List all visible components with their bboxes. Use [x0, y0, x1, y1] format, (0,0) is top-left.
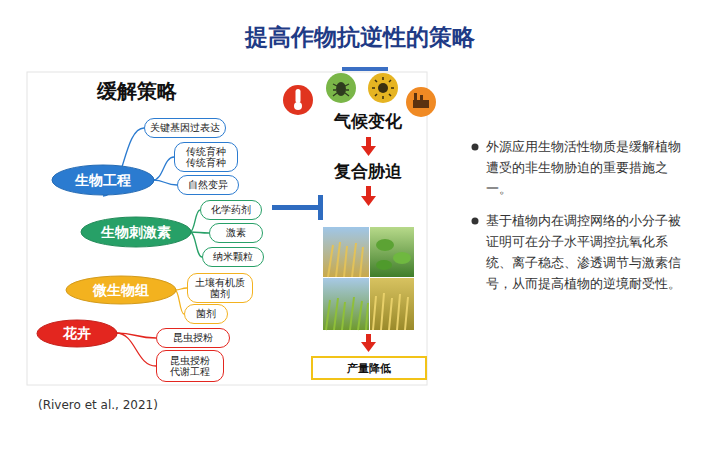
node-text: 纳米颗粒 [213, 251, 253, 262]
category-ellipse: 花卉 [36, 319, 118, 348]
category-ellipse: 生物工程 [51, 164, 155, 196]
strategy-box: 纳米颗粒 [202, 247, 264, 267]
figure-panel [27, 72, 427, 385]
branch-line [153, 180, 177, 185]
bullet-text: 外源应用生物活性物质是缓解植物遭受的非生物胁迫的重要措施之一。 [486, 136, 688, 199]
sun-icon [368, 73, 398, 103]
crop-photos [323, 227, 414, 330]
bug-icon [326, 73, 356, 103]
node-text: 传统育种 传统育种 [181, 146, 231, 169]
thermometer-icon [283, 85, 313, 115]
node-text: 昆虫授粉 [173, 332, 213, 343]
inhibition-line [272, 195, 323, 220]
bullet-text: 基于植物内在调控网络的小分子被证明可在分子水平调控抗氧化系统、离子稳态、渗透调节… [486, 210, 688, 294]
panel-heading: 缓解策略 [72, 79, 202, 103]
strategy-box: 昆虫授粉 [156, 328, 230, 348]
factory-icon [406, 87, 436, 117]
branch-line [153, 157, 174, 180]
page-title: 提高作物抗逆性的策略 [0, 22, 719, 53]
icon-bar [342, 67, 388, 71]
stage-label: 气候变化 [318, 111, 418, 131]
node-text: 生物工程 [75, 172, 131, 189]
node-text: 产量降低 [347, 362, 391, 375]
category-ellipse: 微生物组 [65, 275, 177, 305]
strategy-box: 自然变异 [177, 175, 239, 195]
node-text: 关键基因过表达 [150, 122, 220, 133]
strategy-box: 关键基因过表达 [144, 118, 226, 138]
node-text: 昆虫授粉 代谢工程 [165, 355, 215, 378]
branch-line [190, 232, 202, 257]
node-text: 化学药剂 [211, 204, 251, 215]
node-text: 菌剂 [196, 308, 216, 319]
bullet-dot [472, 144, 479, 151]
strategy-box: 传统育种 传统育种 [174, 142, 238, 172]
node-text: 土壤有机质 菌剂 [193, 277, 247, 300]
branch-line [175, 290, 184, 314]
strategy-box: 菌剂 [184, 304, 228, 324]
branch-line [190, 232, 209, 233]
strategy-box: 昆虫授粉 代谢工程 [156, 350, 224, 382]
stage-label: 复合胁迫 [318, 161, 418, 181]
branch-line [190, 210, 200, 232]
strategy-box: 化学药剂 [200, 200, 262, 220]
category-ellipse: 生物刺激素 [80, 216, 192, 248]
node-text: 自然变异 [188, 179, 228, 190]
result-box: 产量降低 [311, 356, 427, 380]
branch-line [175, 288, 187, 290]
citation: (Rivero et al., 2021) [38, 398, 158, 412]
strategy-box: 土壤有机质 菌剂 [187, 273, 253, 303]
strategy-box: 激素 [209, 223, 263, 243]
bullet-dot [472, 218, 479, 225]
node-text: 激素 [226, 227, 246, 238]
node-text: 微生物组 [93, 282, 149, 299]
node-text: 花卉 [63, 325, 91, 342]
branch-line [116, 333, 156, 366]
node-text: 生物刺激素 [101, 224, 171, 241]
